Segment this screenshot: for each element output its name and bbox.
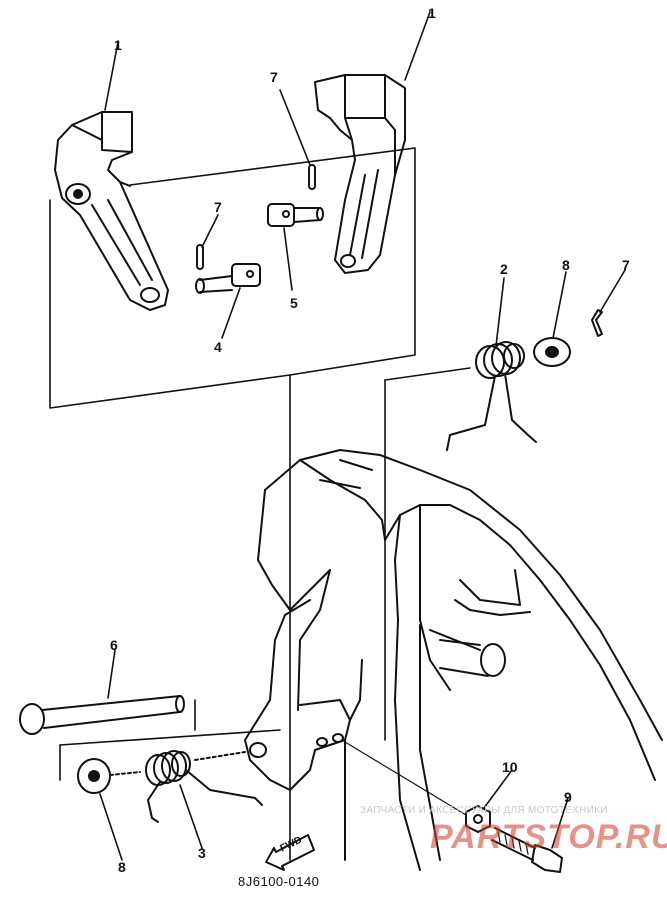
callout-leaders (99, 11, 626, 861)
callout-label: 9 (564, 789, 572, 805)
callout-label: 1 (114, 37, 122, 53)
callout-label: 10 (502, 759, 518, 775)
callout-label: 3 (198, 845, 206, 861)
callout-label: 8 (118, 859, 126, 875)
callout-label: 8 (562, 257, 570, 273)
main-frame-body (244, 449, 663, 871)
part-code: 8J6100-0140 (238, 874, 320, 889)
callout-label: 5 (290, 295, 298, 311)
callout-label: 7 (214, 199, 222, 215)
callout-label: 1 (428, 5, 436, 21)
nut-part-10 (344, 741, 491, 833)
washer-upper-part-8 (533, 337, 571, 367)
watermark-brand: PARTSTOP.RU (430, 818, 667, 856)
bolt-part-9 (491, 827, 563, 873)
bracket-right-part-1 (314, 74, 406, 274)
cotter-pin-right (591, 309, 603, 337)
guide-frame (49, 147, 471, 861)
spring-part-2 (446, 341, 537, 451)
callout-label: 6 (110, 637, 118, 653)
clevis-pin-part-4 (195, 263, 261, 294)
long-pin-part-6 (19, 695, 185, 735)
bracket-left-part-1 (54, 111, 169, 311)
fwd-arrow-icon (265, 834, 315, 871)
spring-part-3 (145, 750, 263, 823)
callout-label: 4 (214, 339, 222, 355)
cotter-pin-left (196, 244, 204, 270)
washer-lower-part-8 (77, 758, 141, 794)
clevis-pin-part-5 (267, 203, 324, 227)
cotter-pin-upper (308, 164, 316, 190)
watermark-tagline: ЗАПЧАСТИ И АКСЕССУАРЫ ДЛЯ МОТОТЕХНИКИ (360, 805, 608, 816)
callout-label: 2 (500, 261, 508, 277)
callout-label: 7 (622, 257, 630, 273)
callout-label: 7 (270, 69, 278, 85)
